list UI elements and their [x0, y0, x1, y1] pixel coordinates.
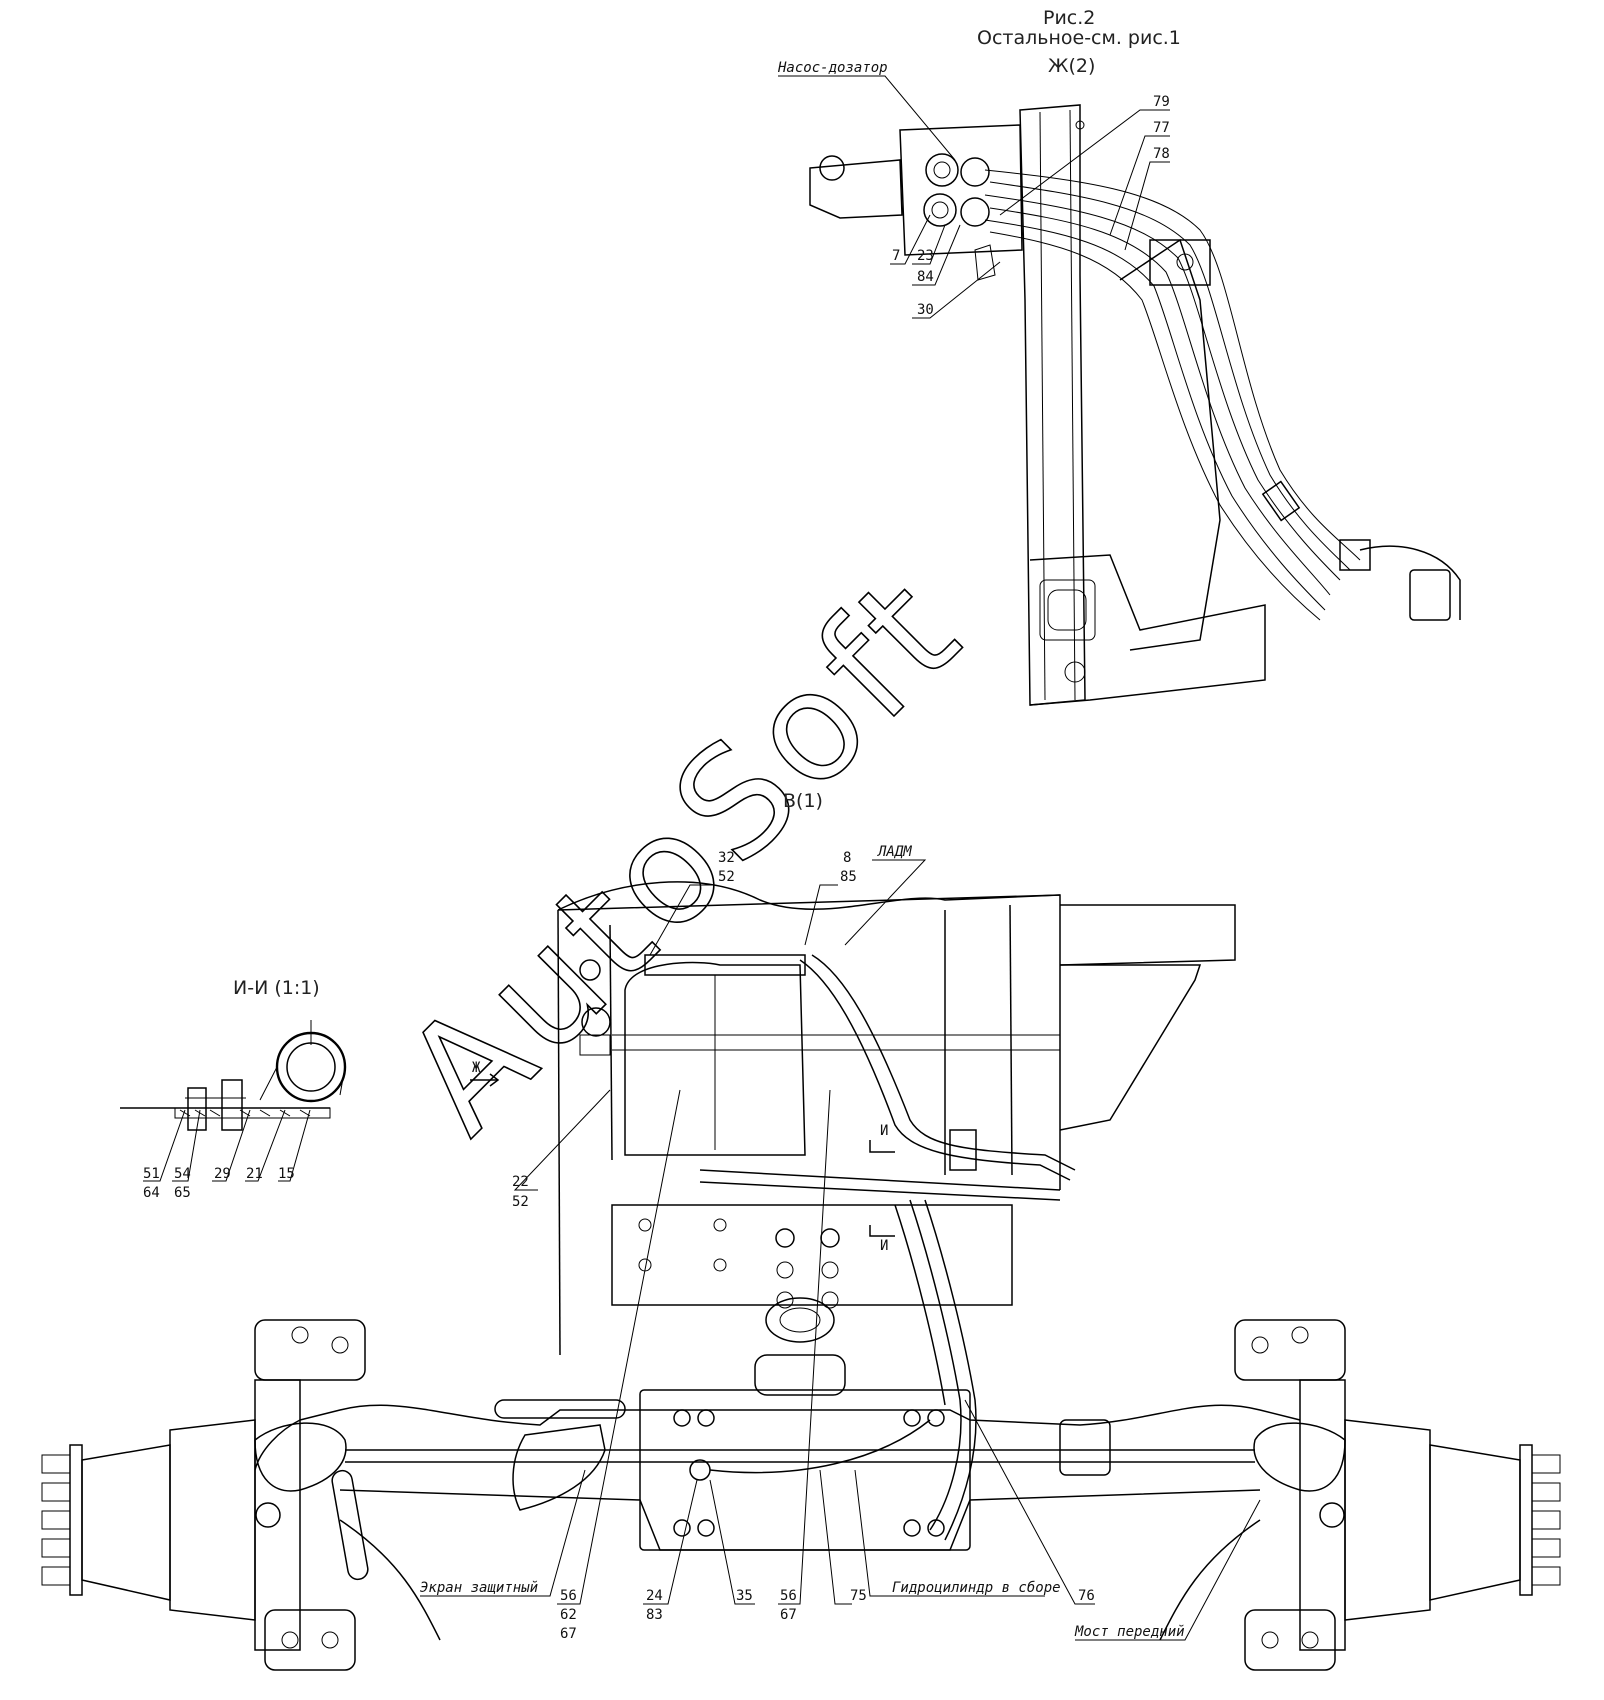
label-30: 30	[917, 302, 934, 318]
label-32: 32	[718, 850, 735, 866]
figure-title: Рис.2	[1043, 7, 1095, 29]
lower-leaders	[143, 859, 1261, 1641]
label-54: 54	[174, 1166, 191, 1182]
label-79: 79	[1153, 94, 1170, 110]
label-ladm: ЛАДМ	[877, 844, 912, 860]
label-29: 29	[214, 1166, 231, 1182]
figure-subtitle: Остальное-см. рис.1	[977, 27, 1181, 49]
label-78: 78	[1153, 146, 1170, 162]
upper-leaders	[778, 75, 1170, 319]
label-21: 21	[246, 1166, 263, 1182]
label-67-mid: 67	[780, 1607, 797, 1623]
label-52-top: 52	[718, 869, 735, 885]
section-ii-title: И-И (1:1)	[233, 977, 320, 999]
label-7: 7	[892, 248, 900, 264]
label-83: 83	[646, 1607, 663, 1623]
label-56-left: 56	[560, 1588, 577, 1604]
label-23: 23	[917, 248, 934, 264]
label-most-perednii: Мост передний	[1074, 1624, 1185, 1640]
view-v-title: В(1)	[783, 790, 823, 812]
label-77: 77	[1153, 120, 1170, 136]
section-ii	[120, 1020, 347, 1131]
label-64: 64	[143, 1185, 160, 1201]
label-52-left: 52	[512, 1194, 529, 1210]
label-22: 22	[512, 1174, 529, 1190]
upper-view-steering	[809, 104, 1461, 706]
label-51: 51	[143, 1166, 160, 1182]
view-zh-title: Ж(2)	[1048, 55, 1095, 77]
label-76: 76	[1078, 1588, 1095, 1604]
label-24: 24	[646, 1588, 663, 1604]
label-15: 15	[278, 1166, 295, 1182]
label-75: 75	[850, 1588, 867, 1604]
section-mark-i-top: И	[880, 1123, 888, 1139]
label-85: 85	[840, 869, 857, 885]
lower-view-axle	[41, 881, 1561, 1671]
label-nasos-dozator: Насос-дозатор	[777, 60, 888, 76]
label-ekran-zashchitnyi: Экран защитный	[420, 1580, 538, 1596]
label-gidrotsilindr: Гидроцилиндр в сборе	[892, 1580, 1061, 1596]
label-84: 84	[917, 269, 934, 285]
label-62: 62	[560, 1607, 577, 1623]
arrow-mark-zh: Ж	[472, 1060, 481, 1076]
label-65: 65	[174, 1185, 191, 1201]
label-35: 35	[736, 1588, 753, 1604]
label-56-mid: 56	[780, 1588, 797, 1604]
section-mark-i-bottom: И	[880, 1238, 888, 1254]
label-8: 8	[843, 850, 851, 866]
label-67-left: 67	[560, 1626, 577, 1642]
